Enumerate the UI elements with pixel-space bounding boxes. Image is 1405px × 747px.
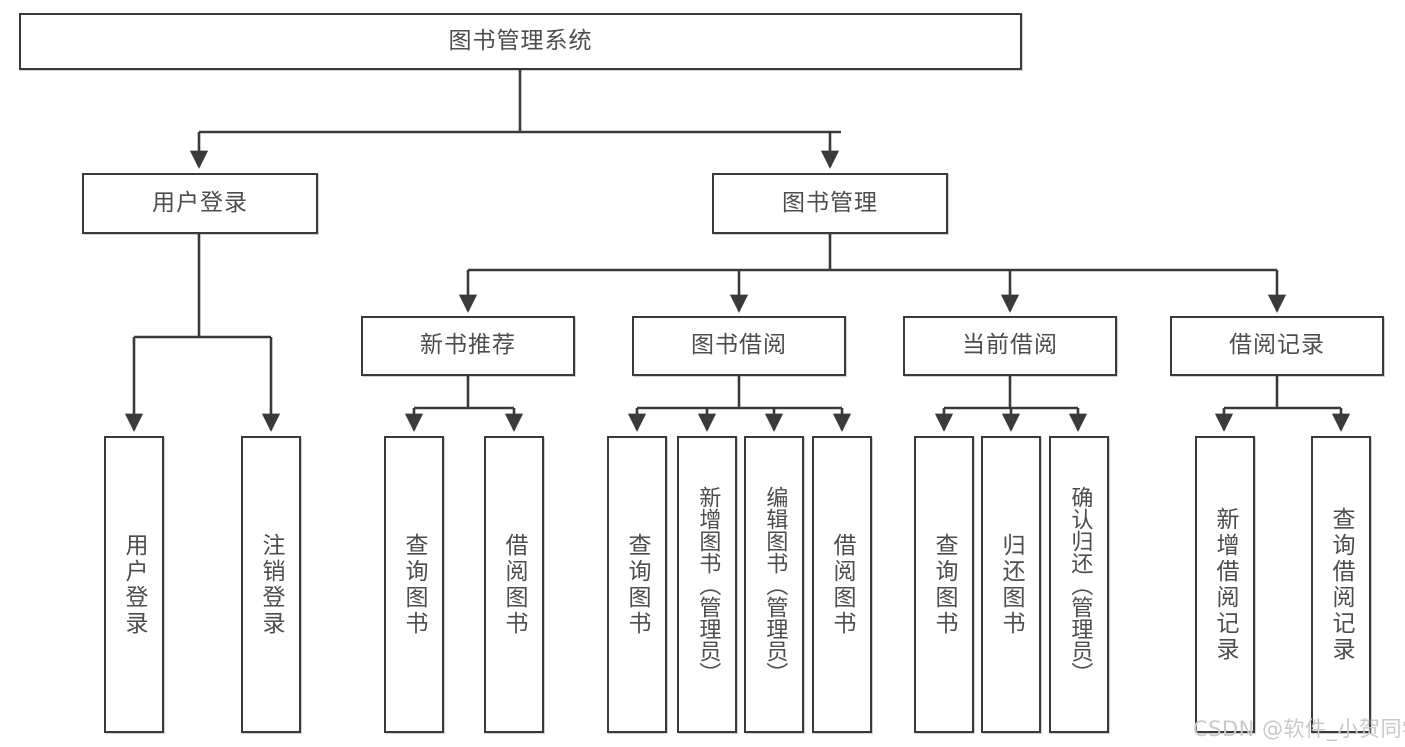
node-borrow-record[interactable]: 借阅记录 [1170,316,1384,376]
leaf-current-query-book-label: 查询图书 [931,532,958,637]
leaf-borrow-add-book-label: 新增图书（管理员） [695,485,721,684]
leaf-user-login-logout[interactable]: 注销登录 [241,436,301,733]
node-current-borrow[interactable]: 当前借阅 [903,316,1117,376]
leaf-record-add-record-label: 新增借阅记录 [1212,506,1239,663]
leaf-borrow-borrow-book[interactable]: 借阅图书 [812,436,872,733]
node-new-book-recommend[interactable]: 新书推荐 [361,316,575,376]
leaf-record-query-record[interactable]: 查询借阅记录 [1311,436,1371,733]
leaf-borrow-edit-book-label: 编辑图书（管理员） [762,485,788,684]
node-user-login[interactable]: 用户登录 [82,173,318,234]
leaf-borrow-borrow-book-label: 借阅图书 [829,532,856,637]
node-book-borrow[interactable]: 图书借阅 [632,316,846,376]
node-user-login-label: 用户登录 [152,189,248,216]
leaf-user-login-logout-label: 注销登录 [258,532,285,637]
leaf-borrow-query-book[interactable]: 查询图书 [607,436,667,733]
node-book-borrow-label: 图书借阅 [691,332,787,359]
node-book-manage[interactable]: 图书管理 [712,173,948,234]
leaf-borrow-edit-book[interactable]: 编辑图书（管理员） [744,436,804,733]
node-borrow-record-label: 借阅记录 [1229,332,1325,359]
leaf-record-query-record-label: 查询借阅记录 [1328,506,1355,663]
leaf-newbook-borrow-book-label: 借阅图书 [501,532,528,637]
leaf-borrow-query-book-label: 查询图书 [624,532,651,637]
leaf-record-add-record[interactable]: 新增借阅记录 [1195,436,1255,733]
csdn-watermark: CSDN @软件_小贺同学 [1193,717,1405,741]
node-book-manage-label: 图书管理 [782,189,878,216]
leaf-current-query-book[interactable]: 查询图书 [914,436,974,733]
leaf-user-login-login-label: 用户登录 [121,532,148,637]
node-new-book-recommend-label: 新书推荐 [420,332,516,359]
leaf-newbook-query-book[interactable]: 查询图书 [384,436,444,733]
leaf-newbook-query-book-label: 查询图书 [401,532,428,637]
leaf-current-return-book-label: 归还图书 [998,532,1025,637]
leaf-newbook-borrow-book[interactable]: 借阅图书 [484,436,544,733]
leaf-user-login-login[interactable]: 用户登录 [104,436,164,733]
node-root-label: 图书管理系统 [448,27,593,54]
leaf-borrow-add-book[interactable]: 新增图书（管理员） [677,436,737,733]
node-current-borrow-label: 当前借阅 [962,332,1058,359]
leaf-current-return-book[interactable]: 归还图书 [981,436,1041,733]
node-root[interactable]: 图书管理系统 [19,13,1022,70]
leaf-current-confirm-return[interactable]: 确认归还（管理员） [1049,436,1109,733]
leaf-current-confirm-return-label: 确认归还（管理员） [1067,485,1093,684]
